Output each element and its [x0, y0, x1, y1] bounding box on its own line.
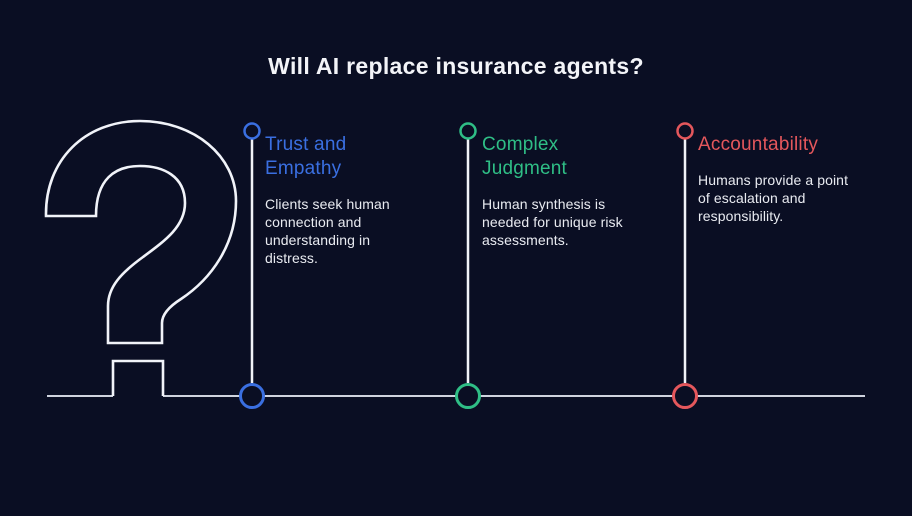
timeline-item-complex-judgment: Complex Judgment Human synthesis is need…	[482, 133, 660, 249]
item-description: Clients seek human connection and unders…	[265, 196, 390, 266]
base-node-circle-2	[455, 383, 481, 409]
base-node-circle-3	[672, 383, 698, 409]
page-title: Will AI replace insurance agents?	[268, 53, 644, 79]
question-mark-dot-icon	[111, 359, 165, 396]
top-node-circle-3	[676, 122, 694, 140]
item-title: Accountability	[698, 134, 819, 155]
question-mark-icon	[44, 119, 238, 345]
item-description: Human synthesis is needed for unique ris…	[482, 196, 623, 248]
top-node-circle-1	[243, 122, 261, 140]
item-title: Complex Judgment	[482, 134, 568, 179]
timeline-item-accountability: Accountability Humans provide a point of…	[698, 133, 876, 225]
timeline-item-trust-empathy: Trust and Empathy Clients seek human con…	[265, 133, 443, 267]
item-description: Humans provide a point of escalation and…	[698, 172, 849, 224]
base-node-circle-1	[239, 383, 265, 409]
top-node-circle-2	[459, 122, 477, 140]
item-title: Trust and Empathy	[265, 134, 347, 179]
